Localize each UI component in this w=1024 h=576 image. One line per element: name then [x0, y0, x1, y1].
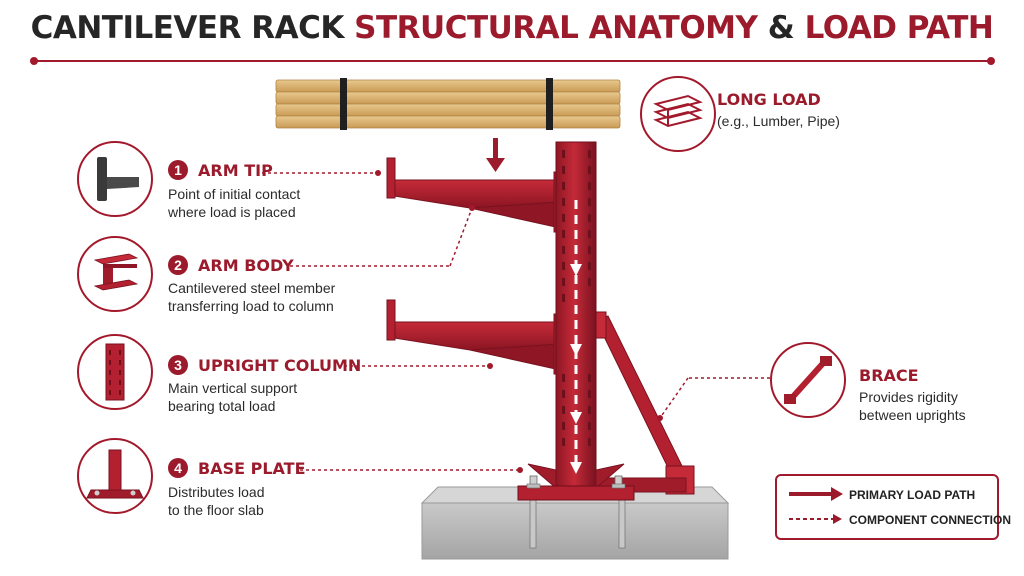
title-divider — [34, 60, 990, 62]
long-load-description: (e.g., Lumber, Pipe) — [717, 113, 840, 129]
upright-column — [555, 141, 597, 493]
legend: PRIMARY LOAD PATH COMPONENT CONNECTION — [775, 474, 1011, 540]
base-plate-icon — [77, 438, 153, 514]
arm-tip-description-line-1: Point of initial contact — [168, 186, 301, 202]
base-plate — [517, 463, 635, 501]
lumber-stack — [275, 78, 621, 130]
step-badge-2: 2 — [168, 255, 188, 275]
title-part-3: & — [767, 10, 795, 46]
title-part-2: STRUCTURAL ANATOMY — [354, 10, 758, 46]
arm-body-label: ARM BODY — [198, 256, 294, 275]
arm-tip-label: ARM TIP — [198, 161, 273, 180]
base-plate-label: BASE PLATE — [198, 459, 306, 478]
upright-column-label: UPRIGHT COLUMN — [198, 356, 362, 375]
i-beam-icon — [77, 236, 153, 312]
base-plate-description-line-1: Distributes load — [168, 484, 265, 500]
step-badge-3: 3 — [168, 355, 188, 375]
legend-swatches — [789, 487, 843, 524]
lumber-stack-icon — [640, 76, 716, 152]
legend-primary-load-path: PRIMARY LOAD PATH — [849, 488, 976, 502]
arm-body-description-line-2: transferring load to column — [168, 298, 334, 314]
upright-column-description-line-2: bearing total load — [168, 398, 276, 414]
upper-arm — [386, 157, 577, 233]
arm-tip-description-line-2: where load is placed — [168, 204, 296, 220]
title-part-1: CANTILEVER RACK — [30, 10, 345, 46]
load-arrow — [486, 138, 505, 172]
brace-description-line-2: between uprights — [859, 407, 966, 423]
legend-component-connection: COMPONENT CONNECTION — [849, 513, 1011, 527]
divider-dot-left — [30, 57, 38, 65]
brace-member — [587, 311, 695, 495]
page-title: CANTILEVER RACK STRUCTURAL ANATOMY & LOA… — [0, 10, 1024, 46]
leader-dots — [375, 170, 663, 473]
long-load-label: LONG LOAD — [717, 90, 821, 109]
brace-label: BRACE — [859, 366, 919, 385]
step-badge-1: 1 — [168, 160, 188, 180]
upright-column-description-line-1: Main vertical support — [168, 380, 298, 396]
arm-body-description-line-1: Cantilevered steel member — [168, 280, 336, 296]
primary-load-path — [570, 200, 582, 474]
title-part-4: LOAD PATH — [804, 10, 994, 46]
base-plate-description-line-2: to the floor slab — [168, 502, 264, 518]
brace-description-line-1: Provides rigidity — [859, 389, 958, 405]
column-icon — [77, 334, 153, 410]
leader-lines — [262, 172, 770, 471]
step-badge-4: 4 — [168, 458, 188, 478]
lower-arm — [386, 299, 577, 375]
arm-tip-icon — [77, 141, 153, 217]
divider-dot-right — [987, 57, 995, 65]
brace-icon — [770, 342, 846, 418]
